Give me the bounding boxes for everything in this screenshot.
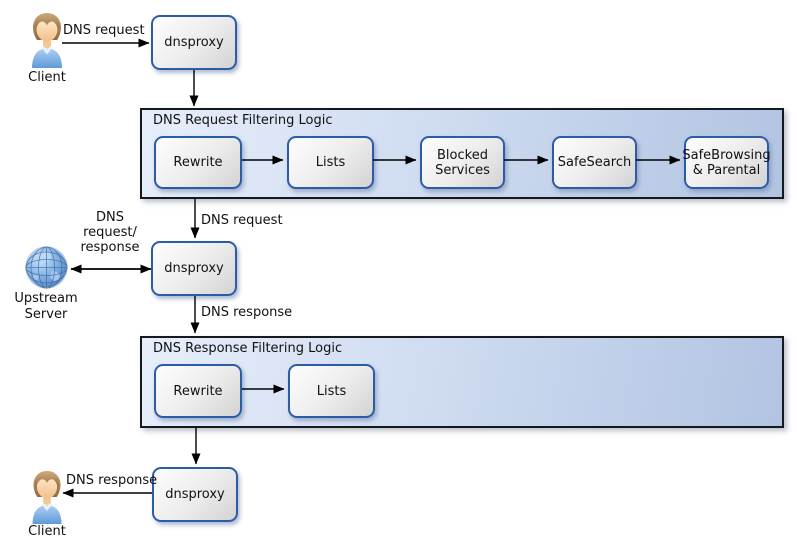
request-filtering-title: DNS Request Filtering Logic — [153, 113, 333, 128]
edge-label-dns-response-bottom: DNS response — [66, 473, 158, 488]
globe-icon-svg — [25, 246, 68, 289]
person-icon-top — [32, 13, 62, 68]
node-safesearch: SafeSearch — [552, 136, 637, 189]
upstream-server-label: Upstream Server — [14, 291, 78, 322]
node-rewrite-response: Rewrite — [154, 364, 242, 418]
request-filtering-container: DNS Request Filtering Logic Rewrite List… — [140, 108, 784, 199]
globe-icon — [25, 245, 68, 290]
node-rewrite-request: Rewrite — [154, 136, 242, 189]
response-filtering-container: DNS Response Filtering Logic Rewrite Lis… — [140, 336, 784, 428]
edge-label-dns-request-top: DNS request — [63, 23, 145, 38]
edge-label-dns-response-mid: DNS response — [201, 305, 293, 320]
person-icon-bottom — [32, 470, 62, 524]
node-dnsproxy-middle: dnsproxy — [151, 241, 237, 296]
response-filtering-title: DNS Response Filtering Logic — [153, 341, 343, 356]
node-dnsproxy-bottom: dnsproxy — [152, 467, 238, 522]
node-blocked-services: Blocked Services — [420, 136, 505, 189]
node-dnsproxy-top: dnsproxy — [151, 15, 237, 70]
client-label-bottom: Client — [28, 524, 66, 539]
client-label-top: Client — [28, 70, 66, 85]
node-lists-response: Lists — [288, 364, 375, 418]
node-lists-request: Lists — [287, 136, 374, 189]
node-safebrowsing-parental: SafeBrowsing & Parental — [682, 136, 771, 189]
person-icon — [27, 470, 67, 524]
edge-label-dns-request-mid: DNS request — [201, 213, 283, 228]
person-icon — [27, 12, 67, 68]
edge-label-upstream: DNS request/ response — [80, 210, 140, 255]
